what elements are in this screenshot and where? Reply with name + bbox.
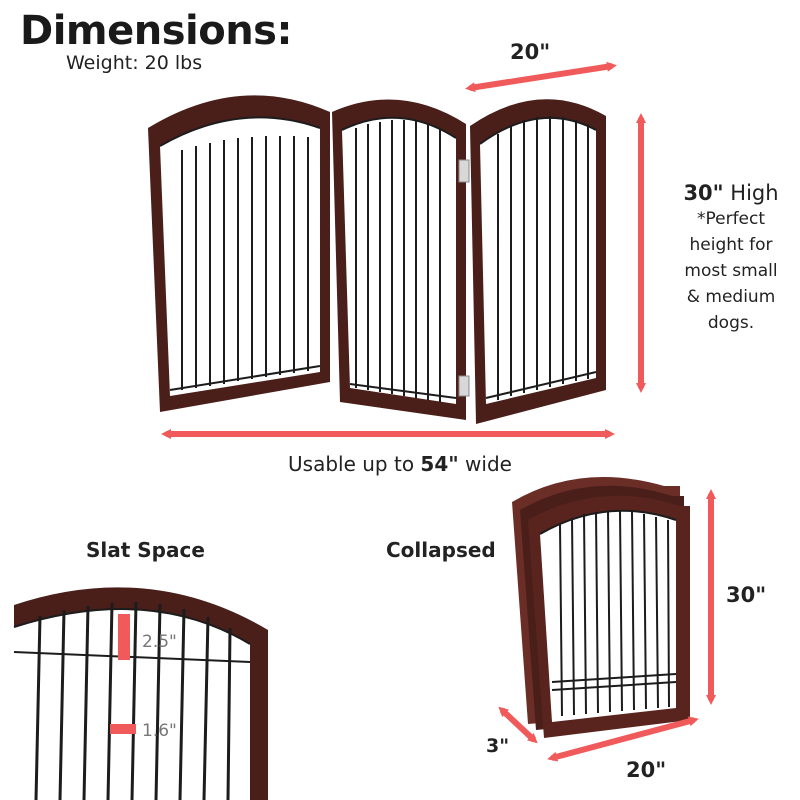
slat-space-title: Slat Space bbox=[86, 538, 205, 562]
slat-top-gap-label: 2.5" bbox=[142, 632, 177, 652]
page-title: Dimensions: bbox=[20, 8, 292, 54]
collapsed-depth-label: 3" bbox=[486, 735, 510, 757]
collapsed-width-label: 20" bbox=[626, 758, 667, 782]
height-note-line: & medium bbox=[686, 287, 776, 307]
height-note-line: *Perfect bbox=[696, 209, 766, 229]
collapsed-height-label: 30" bbox=[726, 583, 767, 607]
collapsed-title: Collapsed bbox=[386, 538, 496, 562]
height-info: 30" High *Perfect height for most small … bbox=[666, 180, 796, 336]
weight-label: Weight: 20 lbs bbox=[66, 52, 203, 74]
usable-width-label: Usable up to 54" wide bbox=[0, 452, 800, 476]
collapsed-depth-arrow bbox=[498, 706, 538, 744]
collapsed-gate bbox=[512, 477, 690, 738]
height-heading: 30" High bbox=[666, 180, 796, 206]
height-note-line: most small bbox=[684, 261, 778, 281]
width-label: 20" bbox=[510, 40, 551, 64]
height-note-line: dogs. bbox=[707, 313, 755, 333]
width-arrow bbox=[465, 61, 617, 93]
height-note-line: height for bbox=[689, 235, 773, 255]
usable-suffix: wide bbox=[458, 452, 512, 476]
gate-main bbox=[148, 95, 606, 425]
usable-prefix: Usable up to bbox=[288, 452, 421, 476]
collapsed-width-arrow bbox=[547, 716, 699, 762]
usable-value: 54" bbox=[420, 452, 459, 476]
slat-gap-label: 1.6" bbox=[142, 721, 177, 741]
height-word: High bbox=[723, 181, 779, 205]
gate-panel-left bbox=[148, 95, 330, 412]
gate-panel-right bbox=[470, 99, 606, 425]
height-value: 30" bbox=[683, 181, 724, 205]
gate-panel-middle bbox=[332, 99, 470, 420]
slat-detail bbox=[13, 587, 268, 800]
